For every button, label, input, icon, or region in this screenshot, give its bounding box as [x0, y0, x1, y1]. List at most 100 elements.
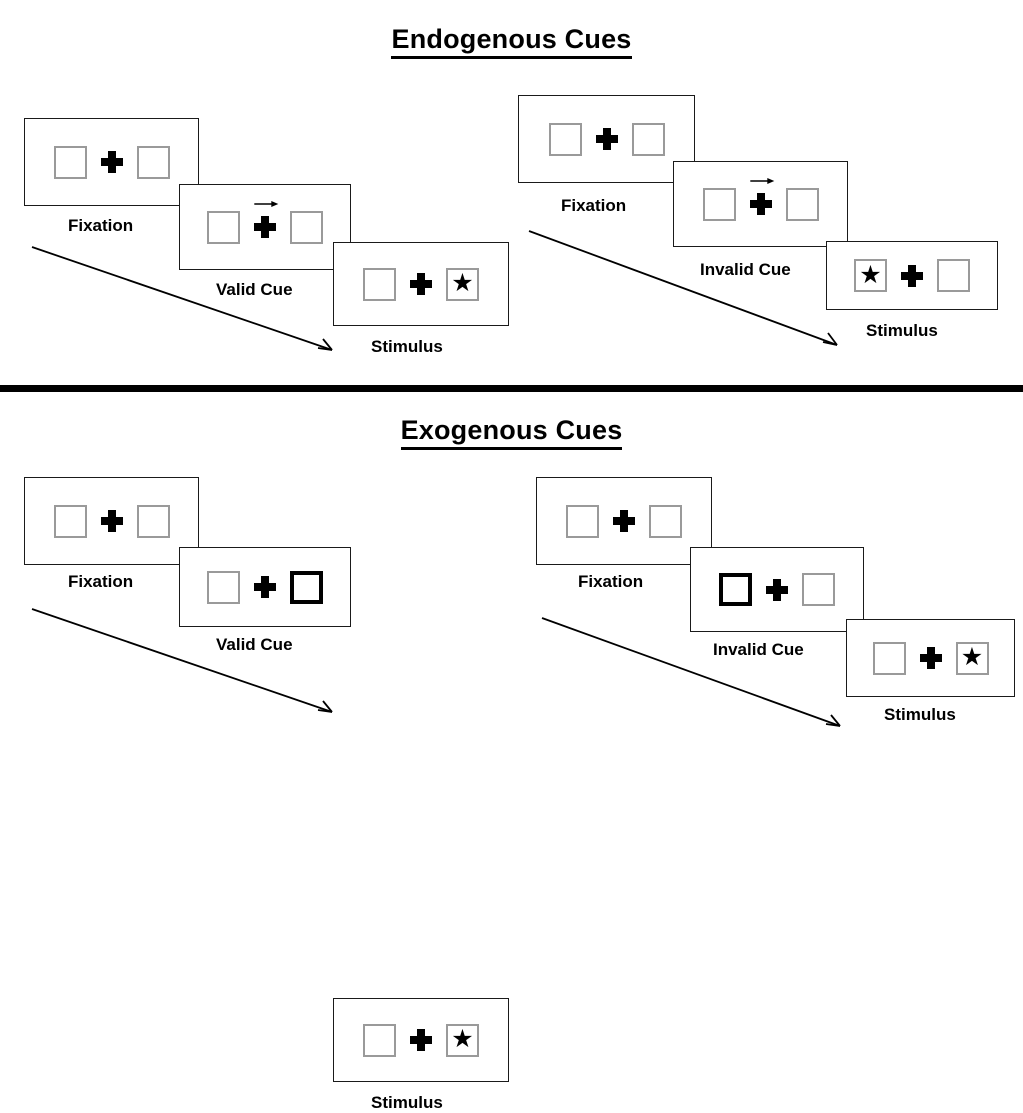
fixation-centre	[613, 510, 635, 532]
fixation-cross-icon	[613, 510, 635, 532]
frame-caption: Stimulus	[371, 1093, 443, 1112]
frame-content	[702, 178, 819, 221]
right-box	[649, 504, 682, 538]
right-box	[136, 504, 170, 538]
time-arrow-exogenous-valid	[31, 608, 333, 713]
fixation-centre	[749, 178, 774, 215]
fixation-cross-icon	[766, 578, 788, 601]
arrow-right-icon	[749, 178, 774, 184]
frame-content	[207, 570, 323, 604]
right-box	[136, 145, 170, 179]
trial-frame-invalid-cue	[673, 161, 848, 247]
fixation-cross-icon	[595, 128, 618, 150]
left-box	[207, 210, 240, 244]
frame-caption: Stimulus	[866, 321, 938, 340]
section-title-exogenous-text: Exogenous Cues	[400, 415, 623, 450]
right-box-cued	[290, 570, 323, 604]
section-endogenous: Endogenous Cues Fixation	[0, 0, 1023, 388]
frame-caption: Invalid Cue	[713, 640, 804, 659]
frame-caption: Invalid Cue	[700, 260, 791, 279]
fixation-centre	[410, 273, 432, 295]
fixation-cross-icon	[410, 273, 432, 295]
frame-caption: Valid Cue	[216, 280, 293, 299]
target-star-icon: ★	[451, 1025, 474, 1053]
right-box-target: ★	[446, 267, 479, 301]
right-box	[802, 573, 835, 606]
trial-frame-fixation	[24, 477, 199, 565]
left-box	[363, 267, 396, 301]
frame-caption: Fixation	[561, 196, 627, 215]
section-exogenous: Exogenous Cues Fixation Valid Cue	[0, 392, 1023, 1112]
trial-frame-stimulus: ★	[826, 241, 998, 310]
frame-content	[566, 504, 682, 538]
frame-content	[719, 573, 835, 606]
right-box	[785, 187, 819, 221]
time-arrow-endogenous-valid	[31, 246, 333, 351]
fixation-centre	[254, 201, 279, 238]
section-divider	[0, 385, 1023, 392]
trial-frame-fixation	[24, 118, 199, 206]
frame-caption: Fixation	[68, 216, 134, 235]
frame-caption: Stimulus	[371, 337, 443, 356]
frame-content	[548, 122, 665, 156]
section-title-endogenous: Endogenous Cues	[0, 24, 1023, 59]
trial-frame-valid-cue	[179, 184, 351, 270]
right-box	[290, 210, 323, 244]
left-box-target: ★	[854, 259, 887, 292]
fixation-cross-icon	[919, 647, 942, 669]
section-title-endogenous-text: Endogenous Cues	[391, 24, 632, 59]
fixation-cross-icon	[254, 576, 276, 598]
trial-frame-stimulus: ★	[846, 619, 1015, 697]
fixation-centre	[919, 647, 942, 669]
fixation-centre	[100, 151, 123, 173]
frame-content: ★	[872, 641, 989, 675]
frame-caption: Fixation	[68, 572, 134, 591]
trial-frame-valid-cue	[179, 547, 351, 627]
target-star-icon: ★	[451, 269, 474, 297]
frame-caption: Fixation	[578, 572, 644, 591]
target-star-icon: ★	[859, 260, 882, 289]
right-box-target: ★	[955, 641, 989, 675]
fixation-cross-icon	[254, 216, 276, 238]
fixation-centre	[901, 264, 923, 287]
fixation-centre	[254, 576, 276, 598]
fixation-cross-icon	[410, 1029, 432, 1051]
right-box	[937, 259, 970, 292]
trial-frame-invalid-cue	[690, 547, 864, 632]
fixation-centre	[410, 1029, 432, 1051]
fixation-cross-icon	[100, 510, 123, 532]
frame-content: ★	[854, 259, 970, 292]
right-box-target: ★	[446, 1023, 479, 1057]
frame-content: ★	[363, 1023, 479, 1057]
trial-frame-stimulus: ★	[333, 998, 509, 1082]
frame-content: ★	[363, 267, 479, 301]
arrow-right-icon	[254, 201, 279, 207]
trial-frame-stimulus: ★	[333, 242, 509, 326]
left-box	[207, 570, 240, 604]
left-box	[363, 1023, 396, 1057]
left-box	[702, 187, 736, 221]
frame-content	[207, 201, 323, 244]
fixation-centre	[100, 510, 123, 532]
trial-frame-fixation	[518, 95, 695, 183]
frame-content	[53, 145, 170, 179]
target-star-icon: ★	[960, 643, 984, 671]
left-box	[53, 504, 87, 538]
fixation-cross-icon	[749, 193, 772, 215]
fixation-centre	[766, 578, 788, 601]
fixation-centre	[595, 128, 618, 150]
section-title-exogenous: Exogenous Cues	[0, 415, 1023, 450]
frame-content	[53, 504, 170, 538]
left-box	[53, 145, 87, 179]
left-box	[872, 641, 906, 675]
fixation-cross-icon	[901, 264, 923, 287]
left-box	[548, 122, 582, 156]
time-arrow-endogenous-invalid	[528, 230, 838, 346]
left-box	[566, 504, 599, 538]
time-arrow-exogenous-invalid	[541, 617, 841, 727]
left-box-cued	[719, 573, 752, 606]
right-box	[631, 122, 665, 156]
trial-frame-fixation	[536, 477, 712, 565]
frame-caption: Stimulus	[884, 705, 956, 724]
fixation-cross-icon	[100, 151, 123, 173]
